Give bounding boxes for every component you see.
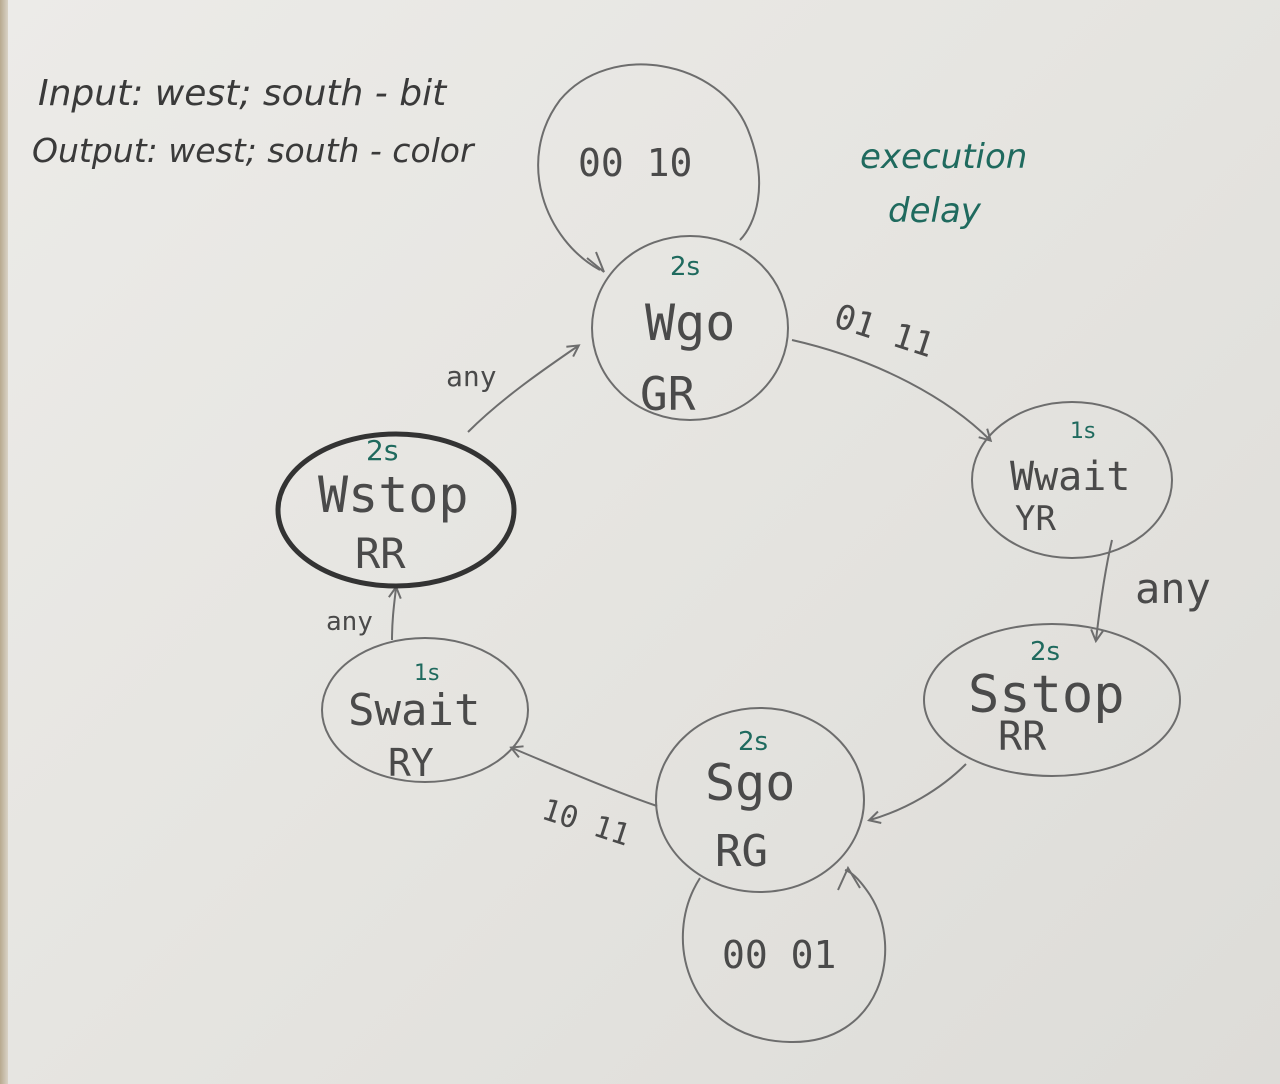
sgo-self-loop-line: [681, 869, 887, 1044]
edge-wgo-wwait-line: [791, 339, 990, 440]
state-wstop-name: Wstop: [318, 466, 469, 524]
edge-wwait-sstop-label: any: [1135, 564, 1211, 613]
state-wstop: 2s Wstop RR: [275, 431, 517, 589]
edge-sgo-swait-label: 10 11: [538, 792, 635, 853]
state-wgo: 2s Wgo GR: [591, 235, 789, 421]
state-wstop-delay: 2s: [366, 434, 398, 467]
edge-sstop-sgo: [870, 763, 967, 820]
wgo-self-loop-label: 00 10: [578, 141, 692, 185]
edge-wgo-wwait: 01 11: [791, 297, 990, 440]
state-wgo-circle: [591, 235, 789, 421]
state-sgo-delay: 2s: [738, 727, 768, 757]
state-sstop: 2s Sstop RR: [923, 623, 1181, 777]
state-wwait-delay: 1s: [1070, 419, 1095, 444]
state-swait-name: Swait: [348, 685, 480, 736]
edge-wstop-wgo-label: any: [446, 360, 497, 393]
state-swait-color: RY: [388, 741, 434, 785]
edge-swait-wstop: any: [326, 588, 396, 641]
state-sgo: 2s Sgo RG: [655, 707, 865, 893]
state-sgo-name: Sgo: [705, 754, 795, 812]
state-swait-delay: 1s: [414, 661, 439, 686]
state-wwait: 1s Wwait YR: [971, 401, 1173, 559]
state-swait-circle: [321, 637, 529, 783]
state-sgo-color: RG: [715, 826, 768, 877]
state-wwait-color: YR: [1015, 499, 1056, 539]
state-sgo-circle: [655, 707, 865, 893]
state-wstop-color: RR: [355, 529, 406, 578]
edge-sgo-swait-line: [512, 748, 658, 807]
edge-sgo-swait: 10 11: [512, 748, 658, 854]
output-note: Output: west; south - color: [32, 131, 476, 170]
paper-edge: [0, 0, 8, 1084]
edge-wstop-wgo: any: [446, 346, 578, 433]
edge-sstop-sgo-line: [870, 763, 967, 820]
edge-swait-wstop-line: [392, 588, 396, 641]
sgo-self-loop-arrowhead: [837, 865, 861, 891]
state-sstop-delay: 2s: [1030, 637, 1060, 667]
state-sstop-color: RR: [998, 714, 1047, 760]
state-sstop-circle: [923, 623, 1181, 777]
wgo-self-loop: 00 10: [537, 63, 761, 273]
state-wgo-name: Wgo: [645, 294, 735, 352]
state-wstop-circle: [275, 431, 517, 589]
state-wwait-name: Wwait: [1010, 454, 1130, 500]
edge-wstop-wgo-line: [467, 346, 578, 433]
wgo-self-loop-line: [537, 63, 761, 271]
exec-note-line2: delay: [888, 191, 982, 231]
edge-wwait-sstop: any: [1096, 539, 1211, 640]
state-wwait-circle: [971, 401, 1173, 559]
state-swait: 1s Swait RY: [321, 637, 529, 785]
edge-swait-wstop-label: any: [326, 607, 373, 637]
input-note: Input: west; south - bit: [38, 73, 448, 114]
state-wgo-delay: 2s: [670, 252, 700, 282]
wgo-self-loop-arrowhead: [586, 251, 605, 273]
sgo-self-loop: 00 01: [681, 865, 887, 1044]
state-wgo-color: GR: [640, 367, 696, 421]
exec-note-line1: execution: [860, 137, 1027, 177]
state-sstop-name: Sstop: [968, 665, 1125, 725]
sgo-self-loop-label: 00 01: [722, 933, 836, 977]
